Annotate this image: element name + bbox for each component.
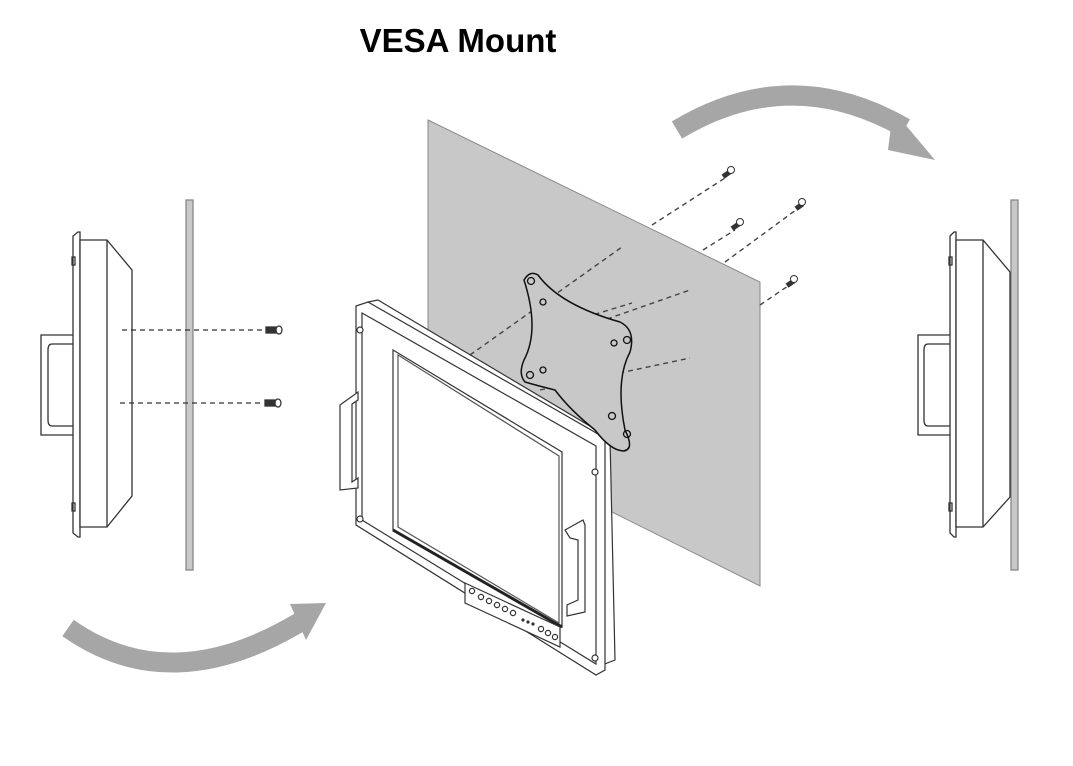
button-icon (509, 609, 517, 617)
monitor-handle-right (564, 519, 586, 617)
button-icon (551, 633, 559, 641)
panel-screws (721, 166, 806, 288)
button-icon (485, 597, 493, 605)
vesa-bracket (520, 272, 633, 452)
button-icon (544, 629, 552, 637)
right-wall-panel (1010, 199, 1019, 571)
button-icon (493, 601, 501, 609)
flow-arrow-top-right (671, 85, 910, 139)
monitor-front (339, 299, 616, 676)
arrow-head-icon (888, 110, 935, 160)
left-monitor-handle (40, 334, 73, 436)
screw-icon (785, 275, 798, 288)
left-wall-panel (185, 199, 194, 571)
control-buttons (468, 587, 559, 641)
screw-icon (794, 198, 806, 211)
screw-icon (730, 218, 744, 231)
button-icon (477, 593, 485, 601)
left-side-view (40, 199, 283, 571)
arrow-head-icon (290, 603, 326, 640)
flow-arrow-bottom-left (62, 613, 306, 673)
right-side-view (917, 199, 1019, 571)
screw-icon (265, 325, 283, 335)
monitor-handle-left (339, 390, 359, 491)
right-monitor-bezel (949, 231, 957, 538)
button-icon (501, 605, 509, 613)
led-icon (526, 620, 530, 624)
right-monitor-handle (917, 334, 950, 436)
screw-icon (264, 398, 282, 408)
screw-icon (721, 166, 735, 179)
button-icon (468, 587, 476, 595)
left-monitor-bezel (72, 231, 81, 538)
led-icon (531, 622, 535, 626)
button-icon (537, 625, 545, 633)
led-icon (521, 618, 525, 622)
diagram-title: VESA Mount (359, 22, 557, 59)
left-monitor-body (79, 239, 133, 528)
